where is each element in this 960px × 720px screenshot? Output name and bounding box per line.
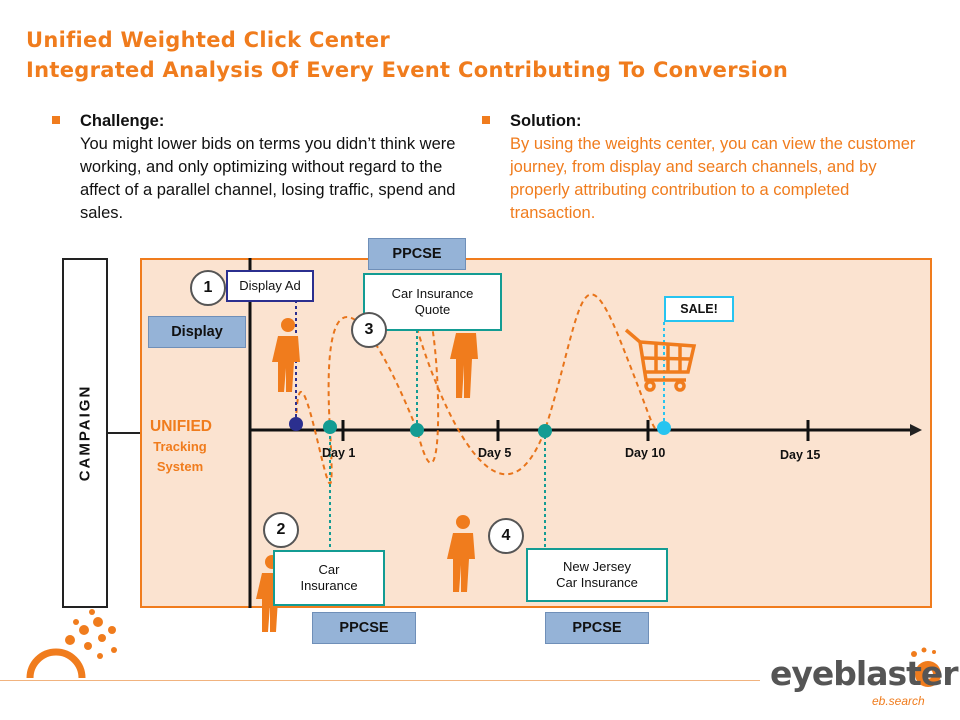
step-4-badge: 4	[488, 518, 524, 554]
unified-sub-2: System	[156, 459, 204, 474]
nj-label-line2: Car Insurance	[556, 575, 638, 590]
eyeblaster-logo-text: eyeblaster	[770, 654, 959, 693]
unified-sub-1: Tracking	[153, 439, 207, 454]
display-event-dot	[289, 417, 303, 431]
unified-title: UNIFIED	[150, 418, 212, 435]
campaign-box	[62, 258, 108, 608]
step-3-badge: 3	[351, 312, 387, 348]
bullet-square-icon	[52, 116, 60, 124]
person-icon	[272, 318, 300, 392]
sun-logo-icon	[26, 609, 117, 679]
sale-event-dot	[657, 421, 671, 435]
car-insurance-quote-box: Car Insurance Quote	[363, 273, 502, 331]
nj-label-line1: New Jersey	[563, 559, 631, 574]
car-insurance-line2: Insurance	[300, 578, 358, 593]
page-title: Unified Weighted Click Center	[26, 28, 391, 52]
challenge-heading: Challenge:	[80, 112, 165, 130]
timeline-arrowhead-icon	[910, 424, 922, 436]
challenge-body: You might lower bids on terms you didn’t…	[80, 135, 456, 222]
eyeblaster-logo-subtext: eb.search	[872, 694, 925, 708]
step-1-badge: 1	[190, 270, 226, 306]
footer-divider	[0, 680, 760, 681]
bullet-square-icon	[482, 116, 490, 124]
quote-label-line2: Quote	[414, 302, 451, 317]
journey-path	[295, 288, 665, 485]
nj-car-insurance-box: New Jersey Car Insurance	[526, 548, 668, 602]
day-1-label: Day 1	[322, 446, 356, 460]
quote-event-dot	[410, 423, 424, 437]
ppcse-tag-bottom-left: PPCSE	[312, 612, 416, 644]
eyeblaster-logo-icon	[911, 647, 941, 687]
day-10-label: Day 10	[625, 446, 666, 460]
car-insurance-box: Car Insurance	[273, 550, 385, 606]
sale-box: SALE!	[664, 296, 734, 322]
ppcse-tag-top: PPCSE	[368, 238, 466, 270]
ppcse-tag-bottom-right: PPCSE	[545, 612, 649, 644]
day-15-label: Day 15	[780, 448, 821, 462]
step-2-badge: 2	[263, 512, 299, 548]
quote-label-line1: Car Insurance	[391, 286, 474, 301]
day-5-label: Day 5	[478, 446, 512, 460]
sale-label: SALE!	[680, 302, 718, 316]
solution-heading: Solution:	[510, 112, 582, 130]
display-ad-label: Display Ad	[239, 278, 301, 293]
page-subtitle: Integrated Analysis Of Every Event Contr…	[26, 58, 789, 82]
car-insurance-event-dot	[323, 420, 337, 434]
car-insurance-line1: Car	[318, 562, 340, 577]
solution-body: By using the weights center, you can vie…	[510, 135, 916, 222]
display-ad-box: Display Ad	[226, 270, 314, 302]
shopping-cart-icon	[624, 328, 697, 392]
person-icon	[447, 515, 475, 592]
display-tag: Display	[148, 316, 246, 348]
nj-event-dot	[538, 424, 552, 438]
challenge-bullet: Challenge: You might lower bids on terms…	[52, 110, 470, 225]
solution-bullet: Solution: By using the weights center, y…	[482, 110, 930, 225]
unified-tracking-label: UNIFIED Tracking System	[150, 418, 212, 476]
